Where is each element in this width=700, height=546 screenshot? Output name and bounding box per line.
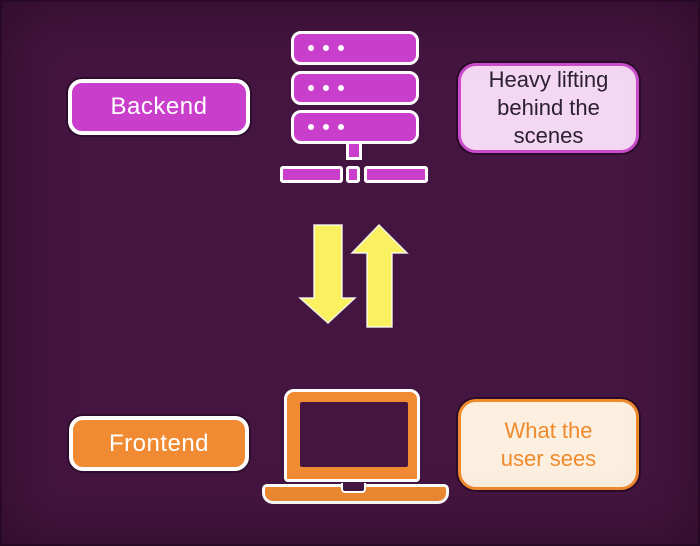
server-led-dot — [338, 124, 344, 130]
server-base-bar-center — [346, 166, 360, 183]
server-rack-row — [291, 31, 419, 65]
laptop-notch — [341, 483, 366, 493]
frontend-label-text: Frontend — [108, 429, 210, 457]
server-led-dot — [338, 45, 344, 51]
server-led-dot — [323, 124, 329, 130]
frontend-label: Frontend — [69, 416, 249, 471]
server-base-bar-right — [364, 166, 428, 183]
server-icon — [280, 30, 429, 184]
backend-note-text: Heavy lifting behind the scenes — [488, 67, 609, 148]
server-base-bar-left — [280, 166, 343, 183]
server-led-dot — [323, 45, 329, 51]
server-led-dot — [323, 85, 329, 91]
server-led-dot — [308, 45, 314, 51]
laptop-screen — [284, 389, 420, 482]
server-led-dot — [308, 124, 314, 130]
server-led-dot — [338, 85, 344, 91]
server-led-dot — [308, 85, 314, 91]
server-rack-row — [291, 110, 419, 144]
up-arrow-icon — [350, 223, 409, 328]
frontend-note: What the user sees — [458, 399, 639, 490]
backend-label-text: Backend — [110, 93, 208, 120]
server-rack-row — [291, 71, 419, 105]
down-arrow-icon — [298, 224, 357, 325]
backend-note: Heavy lifting behind the scenes — [458, 63, 639, 153]
backend-label: Backend — [68, 79, 250, 135]
frontend-note-text: What the user sees — [500, 417, 597, 471]
laptop-display — [300, 402, 408, 467]
data-exchange-arrows — [298, 223, 409, 328]
